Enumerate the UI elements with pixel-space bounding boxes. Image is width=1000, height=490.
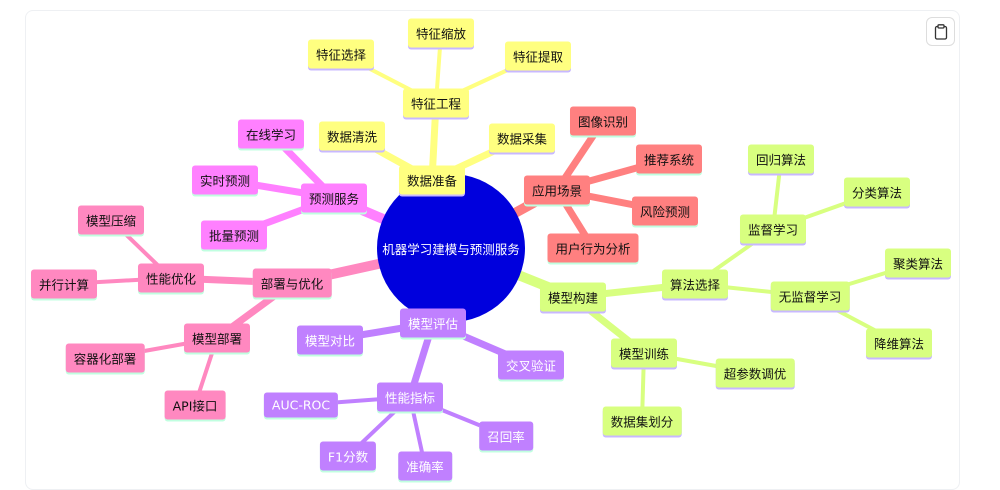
mindmap-node[interactable]: 实时预测: [191, 165, 259, 195]
mindmap-node[interactable]: 部署与优化: [252, 268, 332, 298]
mindmap-node[interactable]: 交叉验证: [497, 350, 565, 380]
mindmap-node[interactable]: 性能优化: [137, 263, 205, 293]
mindmap-node[interactable]: 分类算法: [843, 177, 911, 207]
mindmap-node[interactable]: 模型对比: [296, 325, 364, 355]
mindmap-node[interactable]: 数据清洗: [318, 121, 386, 151]
mindmap-node[interactable]: 特征工程: [402, 88, 470, 118]
mindmap-node[interactable]: 图像识别: [569, 106, 637, 136]
mindmap-node[interactable]: 用户行为分析: [547, 233, 639, 263]
mindmap-node[interactable]: 模型评估: [399, 308, 467, 338]
mindmap-node[interactable]: 数据集划分: [602, 406, 682, 436]
mindmap-node[interactable]: 模型训练: [610, 338, 678, 368]
mindmap-node[interactable]: 模型压缩: [77, 205, 145, 235]
mindmap-node[interactable]: 特征选择: [307, 39, 375, 69]
mindmap-node[interactable]: 容器化部署: [65, 343, 145, 373]
mindmap-node[interactable]: 预测服务: [300, 183, 368, 213]
mindmap-node[interactable]: 召回率: [479, 421, 533, 451]
mindmap-node[interactable]: 性能指标: [376, 382, 444, 412]
mindmap-node[interactable]: 模型部署: [183, 323, 251, 353]
mindmap-node[interactable]: 降维算法: [865, 328, 933, 358]
clipboard-icon: [934, 23, 947, 40]
mindmap-node[interactable]: 批量预测: [200, 220, 268, 250]
mindmap-node[interactable]: 并行计算: [30, 269, 98, 299]
mindmap-node[interactable]: 数据采集: [488, 123, 556, 153]
mindmap-node[interactable]: 在线学习: [237, 119, 305, 149]
mindmap-node[interactable]: 准确率: [398, 451, 452, 481]
copy-button[interactable]: [926, 17, 955, 46]
mindmap-node[interactable]: 算法选择: [661, 269, 729, 299]
mindmap-node[interactable]: 风险预测: [631, 196, 699, 226]
mindmap-node[interactable]: API接口: [164, 390, 226, 420]
mindmap-node[interactable]: 超参数调优: [715, 358, 795, 388]
mindmap-node[interactable]: 模型构建: [539, 282, 607, 312]
mindmap-node[interactable]: 特征缩放: [407, 18, 475, 48]
mindmap-node[interactable]: 数据准备: [398, 165, 466, 195]
mindmap-node[interactable]: 无监督学习: [770, 281, 850, 311]
mindmap-node[interactable]: 监督学习: [739, 214, 807, 244]
mindmap-node[interactable]: AUC-ROC: [263, 392, 339, 418]
mindmap-node[interactable]: 特征提取: [504, 41, 572, 71]
mindmap-node[interactable]: 推荐系统: [635, 144, 703, 174]
root-node[interactable]: 机器学习建模与预测服务: [377, 174, 525, 322]
mindmap-node[interactable]: 聚类算法: [884, 248, 952, 278]
mindmap-node[interactable]: 应用场景: [523, 175, 591, 205]
mindmap-node[interactable]: 回归算法: [747, 144, 815, 174]
mindmap-node[interactable]: F1分数: [319, 441, 377, 471]
